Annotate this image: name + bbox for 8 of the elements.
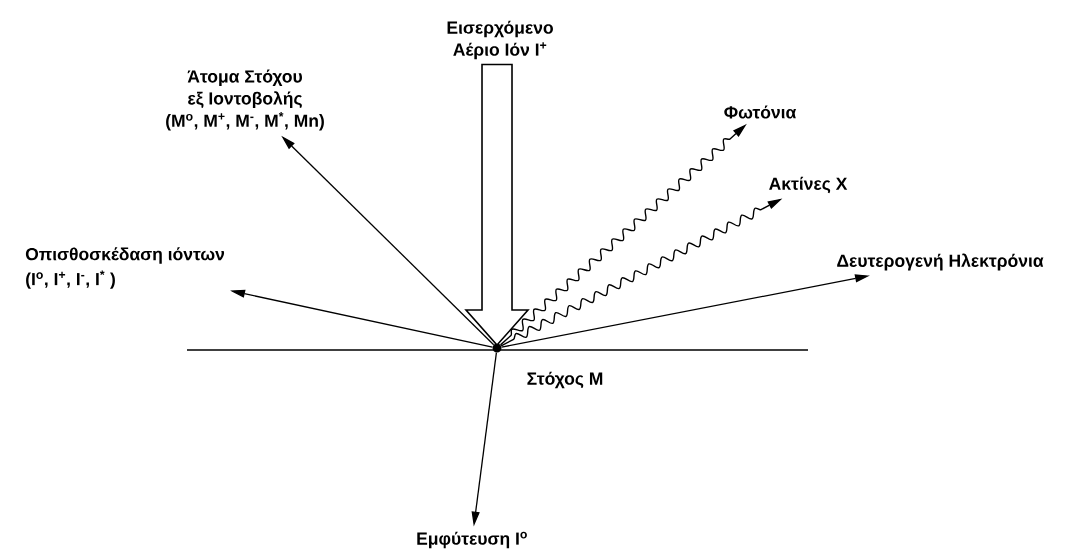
target-label: Στόχος M xyxy=(527,371,603,389)
node-label: Άτομα Στόχου εξ Ιοντοβολής (M$^{o}$, M$^{+}$, M$^{-}$, M$^{*}$, Mn) xyxy=(166,69,324,131)
node-label: Ακτίνες X xyxy=(769,176,848,194)
node-label: Οπισθοσκέδαση ιόντων (I$^{o}$, I$^{+}$, I$^{-}$, I$^{*}$ ) xyxy=(25,247,225,289)
node-label: Εισερχόμενο Αέριο Ιόν I$^{+}$ xyxy=(447,20,553,60)
node-label: Δευτερογενή Ηλεκτρόνια xyxy=(837,253,1044,271)
node-label: Εμφύτευση I$^{o}$ xyxy=(417,531,527,549)
node-label: Φωτόνια xyxy=(724,105,797,119)
